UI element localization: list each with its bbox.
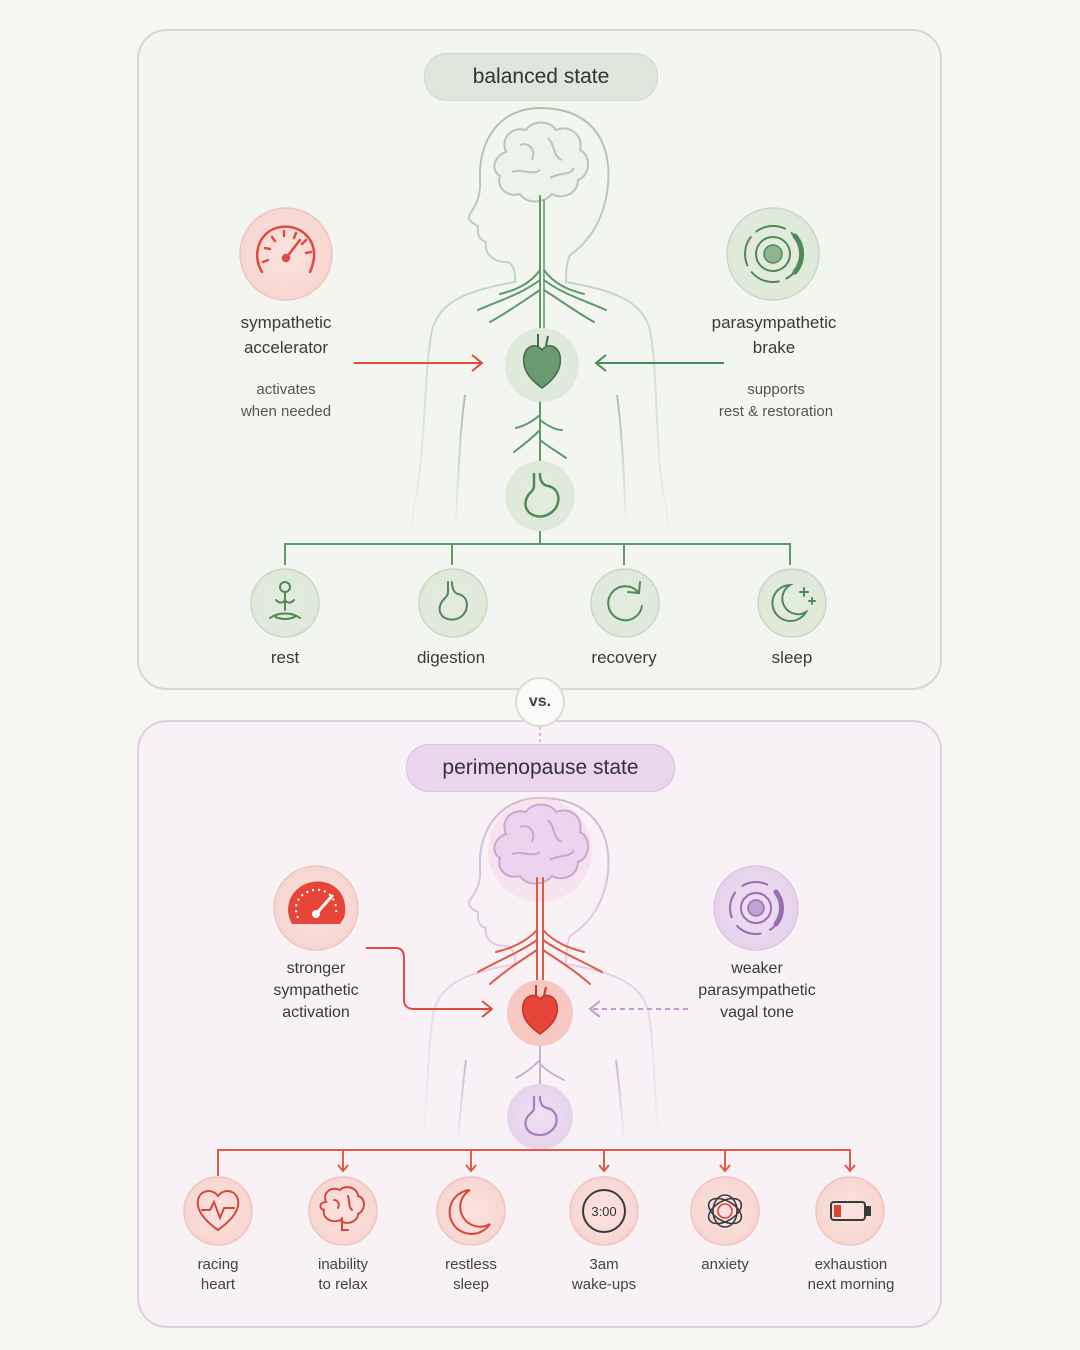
moon-icon	[448, 1189, 491, 1235]
stronger-sympathetic-label: stronger sympathetic activation	[273, 960, 359, 1021]
accelerator-subtitle: activates when needed	[240, 381, 332, 420]
outcome-label-recovery: recovery	[591, 648, 657, 667]
perimenopause-state-title: perimenopause state	[406, 744, 675, 792]
stomach-circle-perimenopause	[507, 1084, 573, 1150]
nerve-paths-balanced	[477, 195, 607, 471]
accelerator-title: sympathetic accelerator	[240, 313, 332, 357]
brake-dial-icon	[744, 225, 804, 283]
balanced-state-title: balanced state	[424, 53, 658, 101]
brain-icon-perimenopause	[493, 803, 589, 885]
outcome-circle-recovery	[590, 568, 660, 638]
brain-icon-symptom	[319, 1186, 365, 1231]
symptom-circle-exhaustion	[815, 1176, 885, 1246]
symptom-circle-3am-wake-ups	[569, 1176, 639, 1246]
brake-subtitle: supports rest & restoration	[718, 381, 834, 420]
stomach-icon	[438, 581, 468, 621]
outcome-label-digestion: digestion	[416, 648, 486, 667]
meditation-icon	[269, 581, 301, 620]
vs-badge: vs.	[515, 677, 565, 727]
refresh-icon	[607, 581, 643, 622]
brake-title: parasympathetic brake	[711, 313, 837, 357]
heart-pulse-icon	[196, 1190, 240, 1232]
weaker-parasympathetic-label: weaker parasympathetic vagal tone	[698, 960, 816, 1021]
weak-dial-icon	[729, 881, 784, 935]
stomach-icon-balanced	[524, 472, 560, 518]
heart-icon-balanced	[522, 345, 562, 389]
stomach-circle-balanced	[505, 461, 575, 531]
moon-stars-icon	[771, 583, 816, 622]
gauge-icon	[256, 225, 316, 274]
clock-icon	[582, 1189, 626, 1233]
low-battery-icon	[830, 1201, 871, 1221]
nerve-paths-lower-perimenopause	[515, 1044, 565, 1091]
nerve-paths-perimenopause	[477, 877, 603, 986]
brake-arrow	[594, 354, 724, 372]
accelerator-arrow	[354, 354, 484, 372]
symptom-label-anxiety: anxiety	[701, 1256, 749, 1273]
body-silhouette-perimenopause	[423, 797, 659, 1141]
outcome-circle-digestion	[418, 568, 488, 638]
outcome-circle-sleep	[757, 568, 827, 638]
weaker-parasympathetic-arrow	[588, 1000, 688, 1018]
brain-icon-balanced	[493, 121, 589, 203]
symptom-circle-anxiety	[690, 1176, 760, 1246]
stomach-icon-perimenopause	[524, 1095, 558, 1137]
heart-icon-perimenopause	[521, 994, 559, 1035]
scribble-icon	[707, 1194, 743, 1228]
stronger-sympathetic-arrow	[366, 947, 494, 1018]
strong-gauge-icon	[288, 881, 346, 924]
clock-time-text: 3:00	[591, 1204, 616, 1219]
symptom-connector-lines	[217, 1149, 856, 1176]
outcome-connector-lines	[284, 531, 791, 565]
outcome-label-sleep: sleep	[771, 648, 813, 667]
outcome-label-rest: rest	[270, 648, 300, 667]
body-silhouette-balanced	[409, 107, 671, 531]
